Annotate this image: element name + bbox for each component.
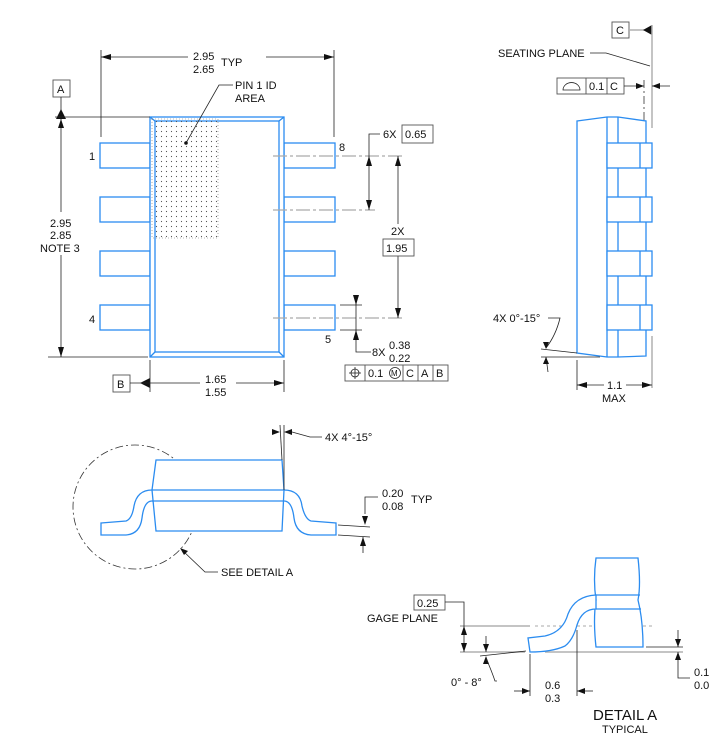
position-icon bbox=[349, 367, 361, 379]
end-angle-label: 4X 4°-15° bbox=[325, 432, 372, 444]
pin1-label-line1: PIN 1 ID bbox=[235, 80, 277, 92]
height-note: NOTE 3 bbox=[40, 243, 80, 255]
position-datum-c: C bbox=[406, 368, 414, 380]
pitch-count: 6X bbox=[383, 129, 397, 141]
side-height-value: 1.1 bbox=[607, 380, 622, 392]
standoff-min: 0.0 bbox=[694, 680, 709, 692]
side-height-note: MAX bbox=[602, 393, 627, 405]
width-max: 2.95 bbox=[193, 51, 214, 63]
pin1-label-line2: AREA bbox=[235, 93, 266, 105]
width-min: 2.65 bbox=[193, 64, 214, 76]
side-leads bbox=[606, 142, 653, 331]
lead-width-min: 0.22 bbox=[389, 353, 410, 365]
height-max: 2.95 bbox=[50, 218, 71, 230]
detail-a: 0.25 GAGE PLANE 0° - 8° 0.6 0.3 0.1 0.0 … bbox=[367, 557, 709, 736]
width-note: TYP bbox=[221, 57, 242, 69]
body-width-min: 1.55 bbox=[205, 387, 226, 399]
foot-angle-label: 0° - 8° bbox=[451, 677, 482, 689]
span-value: 1.95 bbox=[386, 243, 407, 255]
flatness-datum: C bbox=[610, 81, 618, 93]
gage-value: 0.25 bbox=[417, 598, 438, 610]
pin-number-1: 1 bbox=[89, 151, 95, 163]
datum-b-label: B bbox=[117, 379, 124, 391]
thickness-max: 0.20 bbox=[382, 488, 403, 500]
standoff-max: 0.1 bbox=[694, 667, 709, 679]
position-tolerance: 0.1 bbox=[368, 368, 383, 380]
body-width-max: 1.65 bbox=[205, 374, 226, 386]
pin1-id-area bbox=[151, 118, 219, 239]
datum-c-label: C bbox=[616, 25, 624, 37]
lead-width-max: 0.38 bbox=[389, 340, 410, 352]
left-leads bbox=[99, 142, 151, 331]
side-angle-label: 4X 0°-15° bbox=[493, 313, 540, 325]
detail-a-subtitle: TYPICAL bbox=[602, 724, 648, 736]
height-min: 2.85 bbox=[50, 230, 71, 242]
thickness-note: TYP bbox=[411, 494, 432, 506]
span-count: 2X bbox=[391, 226, 405, 238]
pin-number-5: 5 bbox=[325, 334, 331, 346]
datum-a-box bbox=[52, 79, 71, 98]
thickness-min: 0.08 bbox=[382, 501, 403, 513]
flatness-tolerance: 0.1 bbox=[589, 81, 604, 93]
detail-a-title: DETAIL A bbox=[593, 707, 657, 724]
pitch-value: 0.65 bbox=[405, 129, 426, 141]
datum-a-label: A bbox=[57, 84, 65, 96]
lead-width-count: 8X bbox=[372, 347, 386, 359]
profile-icon bbox=[562, 82, 581, 91]
top-view: 1 4 8 5 PIN 1 ID AREA 2.95 2.65 TYP A 2.… bbox=[40, 50, 449, 399]
position-datum-a: A bbox=[421, 368, 429, 380]
right-leads bbox=[283, 142, 336, 331]
position-datum-b: B bbox=[436, 368, 443, 380]
gage-plane-label: GAGE PLANE bbox=[367, 613, 438, 625]
see-detail-a: SEE DETAIL A bbox=[221, 567, 294, 579]
flatness-frame: 0.1 C bbox=[556, 77, 625, 95]
foot-length-min: 0.3 bbox=[545, 693, 560, 705]
pin-number-8: 8 bbox=[339, 142, 345, 154]
mmc-modifier: M bbox=[391, 369, 398, 378]
position-tolerance-frame: 0.1 M C A B bbox=[344, 364, 449, 382]
foot-length-max: 0.6 bbox=[545, 680, 560, 692]
side-view: C SEATING PLANE 0.1 C 4X 0°-15° bbox=[493, 21, 670, 405]
pin-number-4: 4 bbox=[89, 314, 95, 326]
seating-plane-label: SEATING PLANE bbox=[498, 48, 585, 60]
end-view: 4X 4°-15° 0.20 0.08 TYP SEE DETAIL A bbox=[72, 424, 432, 579]
